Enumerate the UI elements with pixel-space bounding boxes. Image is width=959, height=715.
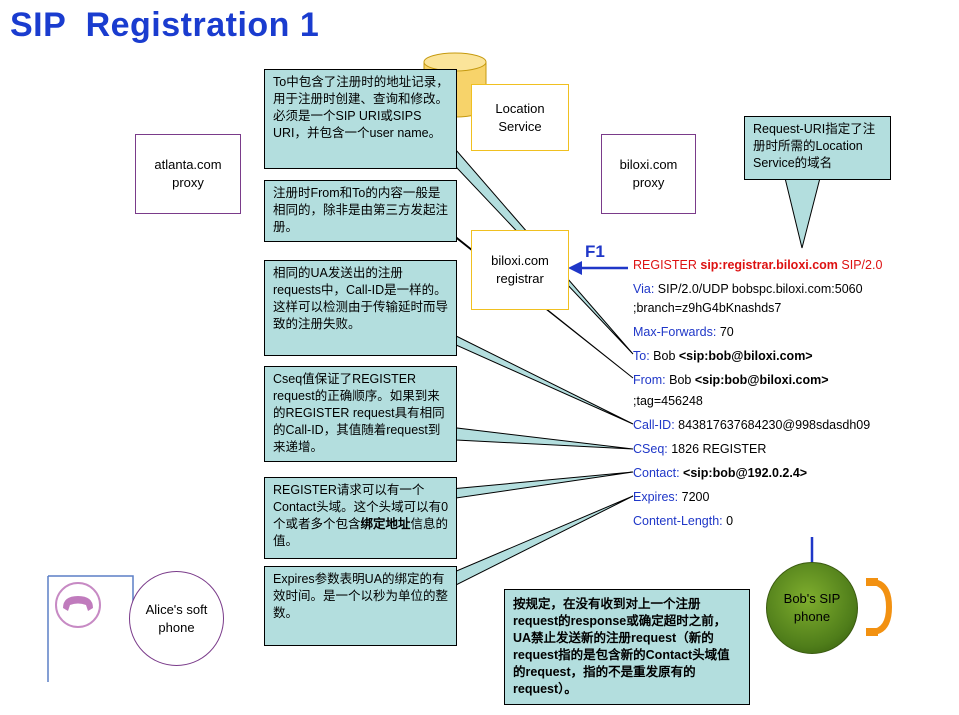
to-header: To: Bob <sip:bob@biloxi.com> bbox=[633, 347, 813, 365]
from-value: Bob bbox=[665, 373, 695, 387]
cseq-callout: Cseq值保证了REGISTER request的正确顺序。如果到来的REGIS… bbox=[264, 366, 457, 462]
contact-uri: <sip:bob@192.0.2.4> bbox=[683, 466, 808, 480]
contact-callout-text-pre: REGISTER请求可以有一个Contact头域。这个头域可以有0个或者多个包含 bbox=[273, 483, 449, 531]
f1-arrow bbox=[568, 261, 628, 275]
expires-callout: Expires参数表明UA的绑定的有效时间。是一个以秒为单位的整数。 bbox=[264, 566, 457, 646]
from-callout-text: 注册时From和To的内容一般是相同的，除非是由第三方发起注册。 bbox=[273, 186, 449, 234]
rule-note: 按规定，在没有收到对上一个注册request的response或确定超时之前，U… bbox=[504, 589, 750, 705]
via-value: SIP/2.0/UDP bobspc.biloxi.com:5060 bbox=[654, 282, 863, 296]
content-length-value: 0 bbox=[722, 514, 734, 528]
via-name: Via: bbox=[633, 282, 655, 296]
contact-callout-text-bold: 绑定地址 bbox=[360, 517, 411, 531]
max-forwards-value: 70 bbox=[716, 325, 734, 339]
bob-label: Bob's SIP phone bbox=[783, 591, 841, 624]
request-version: SIP/2.0 bbox=[837, 258, 883, 272]
from-tag: ;tag=456248 bbox=[633, 394, 703, 408]
call-id-callout: 相同的UA发送出的注册requests中，Call-ID是一样的。这样可以检测由… bbox=[264, 260, 457, 356]
expires-value: 7200 bbox=[678, 490, 710, 504]
biloxi-registrar-label: biloxi.com registrar bbox=[491, 253, 549, 286]
phone-icon-alice bbox=[55, 582, 101, 628]
location-service-label: Location Service bbox=[495, 100, 545, 134]
to-uri: <sip:bob@biloxi.com> bbox=[678, 349, 813, 363]
via-branch: ;branch=z9hG4bKnashds7 bbox=[633, 301, 782, 315]
location-service-node: Location Service bbox=[471, 84, 569, 151]
biloxi-proxy-node: biloxi.com proxy bbox=[601, 134, 696, 214]
call-id-name: Call-ID: bbox=[633, 418, 675, 432]
from-name: From: bbox=[633, 373, 666, 387]
contact-name: Contact: bbox=[633, 466, 680, 480]
max-forwards-header: Max-Forwards: 70 bbox=[633, 323, 734, 341]
contact-callout: REGISTER请求可以有一个Contact头域。这个头域可以有0个或者多个包含… bbox=[264, 477, 457, 559]
call-id-callout-text: 相同的UA发送出的注册requests中，Call-ID是一样的。这样可以检测由… bbox=[273, 266, 449, 331]
max-forwards-name: Max-Forwards: bbox=[633, 325, 717, 339]
biloxi-registrar-node: biloxi.com registrar bbox=[471, 230, 569, 310]
biloxi-proxy-label: biloxi.com proxy bbox=[619, 157, 678, 190]
to-callout: To中包含了注册时的地址记录，用于注册时创建、查询和修改。必须是一个SIP UR… bbox=[264, 69, 457, 169]
to-name: To: bbox=[633, 349, 650, 363]
rule-note-text: 按规定，在没有收到对上一个注册request的response或确定超时之前，U… bbox=[513, 597, 730, 696]
content-length-header: Content-Length: 0 bbox=[633, 512, 733, 530]
cseq-name: CSeq: bbox=[633, 442, 668, 456]
from-header: From: Bob <sip:bob@biloxi.com> bbox=[633, 371, 829, 389]
cseq-value: 1826 REGISTER bbox=[667, 442, 767, 456]
atlanta-proxy-label: atlanta.com proxy bbox=[154, 157, 222, 190]
contact-callout-text-post: 信息的值。 bbox=[273, 517, 449, 548]
request-uri-callout-pointer bbox=[784, 177, 821, 249]
request-method: REGISTER bbox=[633, 258, 701, 272]
cseq-callout-text: Cseq值保证了REGISTER request的正确顺序。如果到来的REGIS… bbox=[273, 372, 445, 454]
cseq-header: CSeq: 1826 REGISTER bbox=[633, 440, 766, 458]
call-id-value: 843817637684230@998sdasdh09 bbox=[674, 418, 871, 432]
expires-callout-text: Expires参数表明UA的绑定的有效时间。是一个以秒为单位的整数。 bbox=[273, 572, 449, 620]
request-uri-callout: Request-URI指定了注册时所需的Location Service的域名 bbox=[744, 116, 891, 180]
f1-label: F1 bbox=[585, 242, 605, 261]
cseq-callout-pointer bbox=[438, 425, 634, 450]
to-callout-text: To中包含了注册时的地址记录，用于注册时创建、查询和修改。必须是一个SIP UR… bbox=[273, 75, 449, 140]
from-uri: <sip:bob@biloxi.com> bbox=[694, 373, 829, 387]
call-id-callout-pointer bbox=[439, 327, 634, 425]
call-id-header: Call-ID: 843817637684230@998sdasdh09 bbox=[633, 416, 870, 434]
request-uri-callout-text: Request-URI指定了注册时所需的Location Service的域名 bbox=[753, 122, 876, 170]
expires-name: Expires: bbox=[633, 490, 679, 504]
atlanta-proxy-node: atlanta.com proxy bbox=[135, 134, 241, 214]
request-uri: sip:registrar.biloxi.com bbox=[700, 258, 838, 272]
alice-node: Alice's soft phone bbox=[129, 571, 224, 666]
from-callout: 注册时From和To的内容一般是相同的，除非是由第三方发起注册。 bbox=[264, 180, 457, 242]
to-value: Bob bbox=[649, 349, 679, 363]
content-length-name: Content-Length: bbox=[633, 514, 723, 528]
phone-icon-bob bbox=[866, 578, 893, 636]
request-line: REGISTER sip:registrar.biloxi.com SIP/2.… bbox=[633, 256, 882, 274]
contact-callout-pointer bbox=[438, 471, 634, 499]
contact-header: Contact: <sip:bob@192.0.2.4> bbox=[633, 464, 807, 482]
page-title: SIP Registration 1 bbox=[10, 6, 320, 44]
alice-label: Alice's soft phone bbox=[145, 601, 208, 635]
expires-header: Expires: 7200 bbox=[633, 488, 709, 506]
bob-node: Bob's SIP phone bbox=[766, 562, 858, 654]
via-header: Via: SIP/2.0/UDP bobspc.biloxi.com:5060 bbox=[633, 280, 863, 298]
expires-callout-pointer bbox=[438, 495, 634, 586]
